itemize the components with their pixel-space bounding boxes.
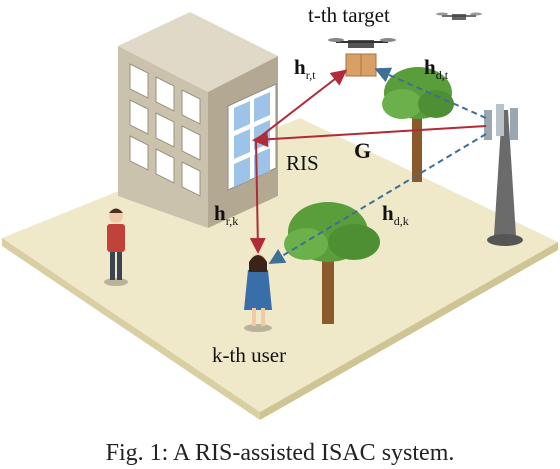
label-h-dk-sub: d,k (394, 214, 409, 228)
person-standing (104, 208, 128, 286)
building-windows (129, 63, 201, 197)
ground-edge-right (260, 242, 558, 420)
label-h-rk-sub: r,k (226, 214, 239, 228)
link-G (252, 125, 487, 148)
label-h-rt-main: h (294, 55, 306, 79)
label-h-dk-main: h (382, 201, 394, 225)
drone-small (436, 12, 482, 20)
ground-plane (2, 118, 558, 412)
label-h-rt-sub: r,t (306, 68, 317, 82)
building (118, 12, 278, 228)
label-user: k-th user (212, 343, 286, 367)
label-ris: RIS (286, 151, 319, 175)
drone-target (328, 38, 396, 77)
building-roof (118, 12, 278, 92)
label-h-rt: hr,t (294, 55, 316, 82)
label-g: G (354, 138, 371, 163)
label-h-dt-sub: d,t (436, 68, 449, 82)
label-h-dt: hd,t (424, 55, 449, 82)
link-h-rt (255, 69, 348, 141)
label-h-dt-main: h (424, 55, 436, 79)
label-h-dk: hd,k (382, 201, 409, 228)
ground-edge-left (2, 238, 260, 420)
link-h-rk (249, 139, 266, 254)
label-h-rk-main: h (214, 201, 226, 225)
figure-caption: Fig. 1: A RIS-assisted ISAC system. (105, 440, 455, 466)
label-h-rk: hr,k (214, 201, 238, 228)
label-target: t-th target (308, 3, 390, 27)
link-h-dk (268, 133, 487, 265)
person-k-user (244, 254, 272, 332)
base-station (484, 104, 523, 246)
